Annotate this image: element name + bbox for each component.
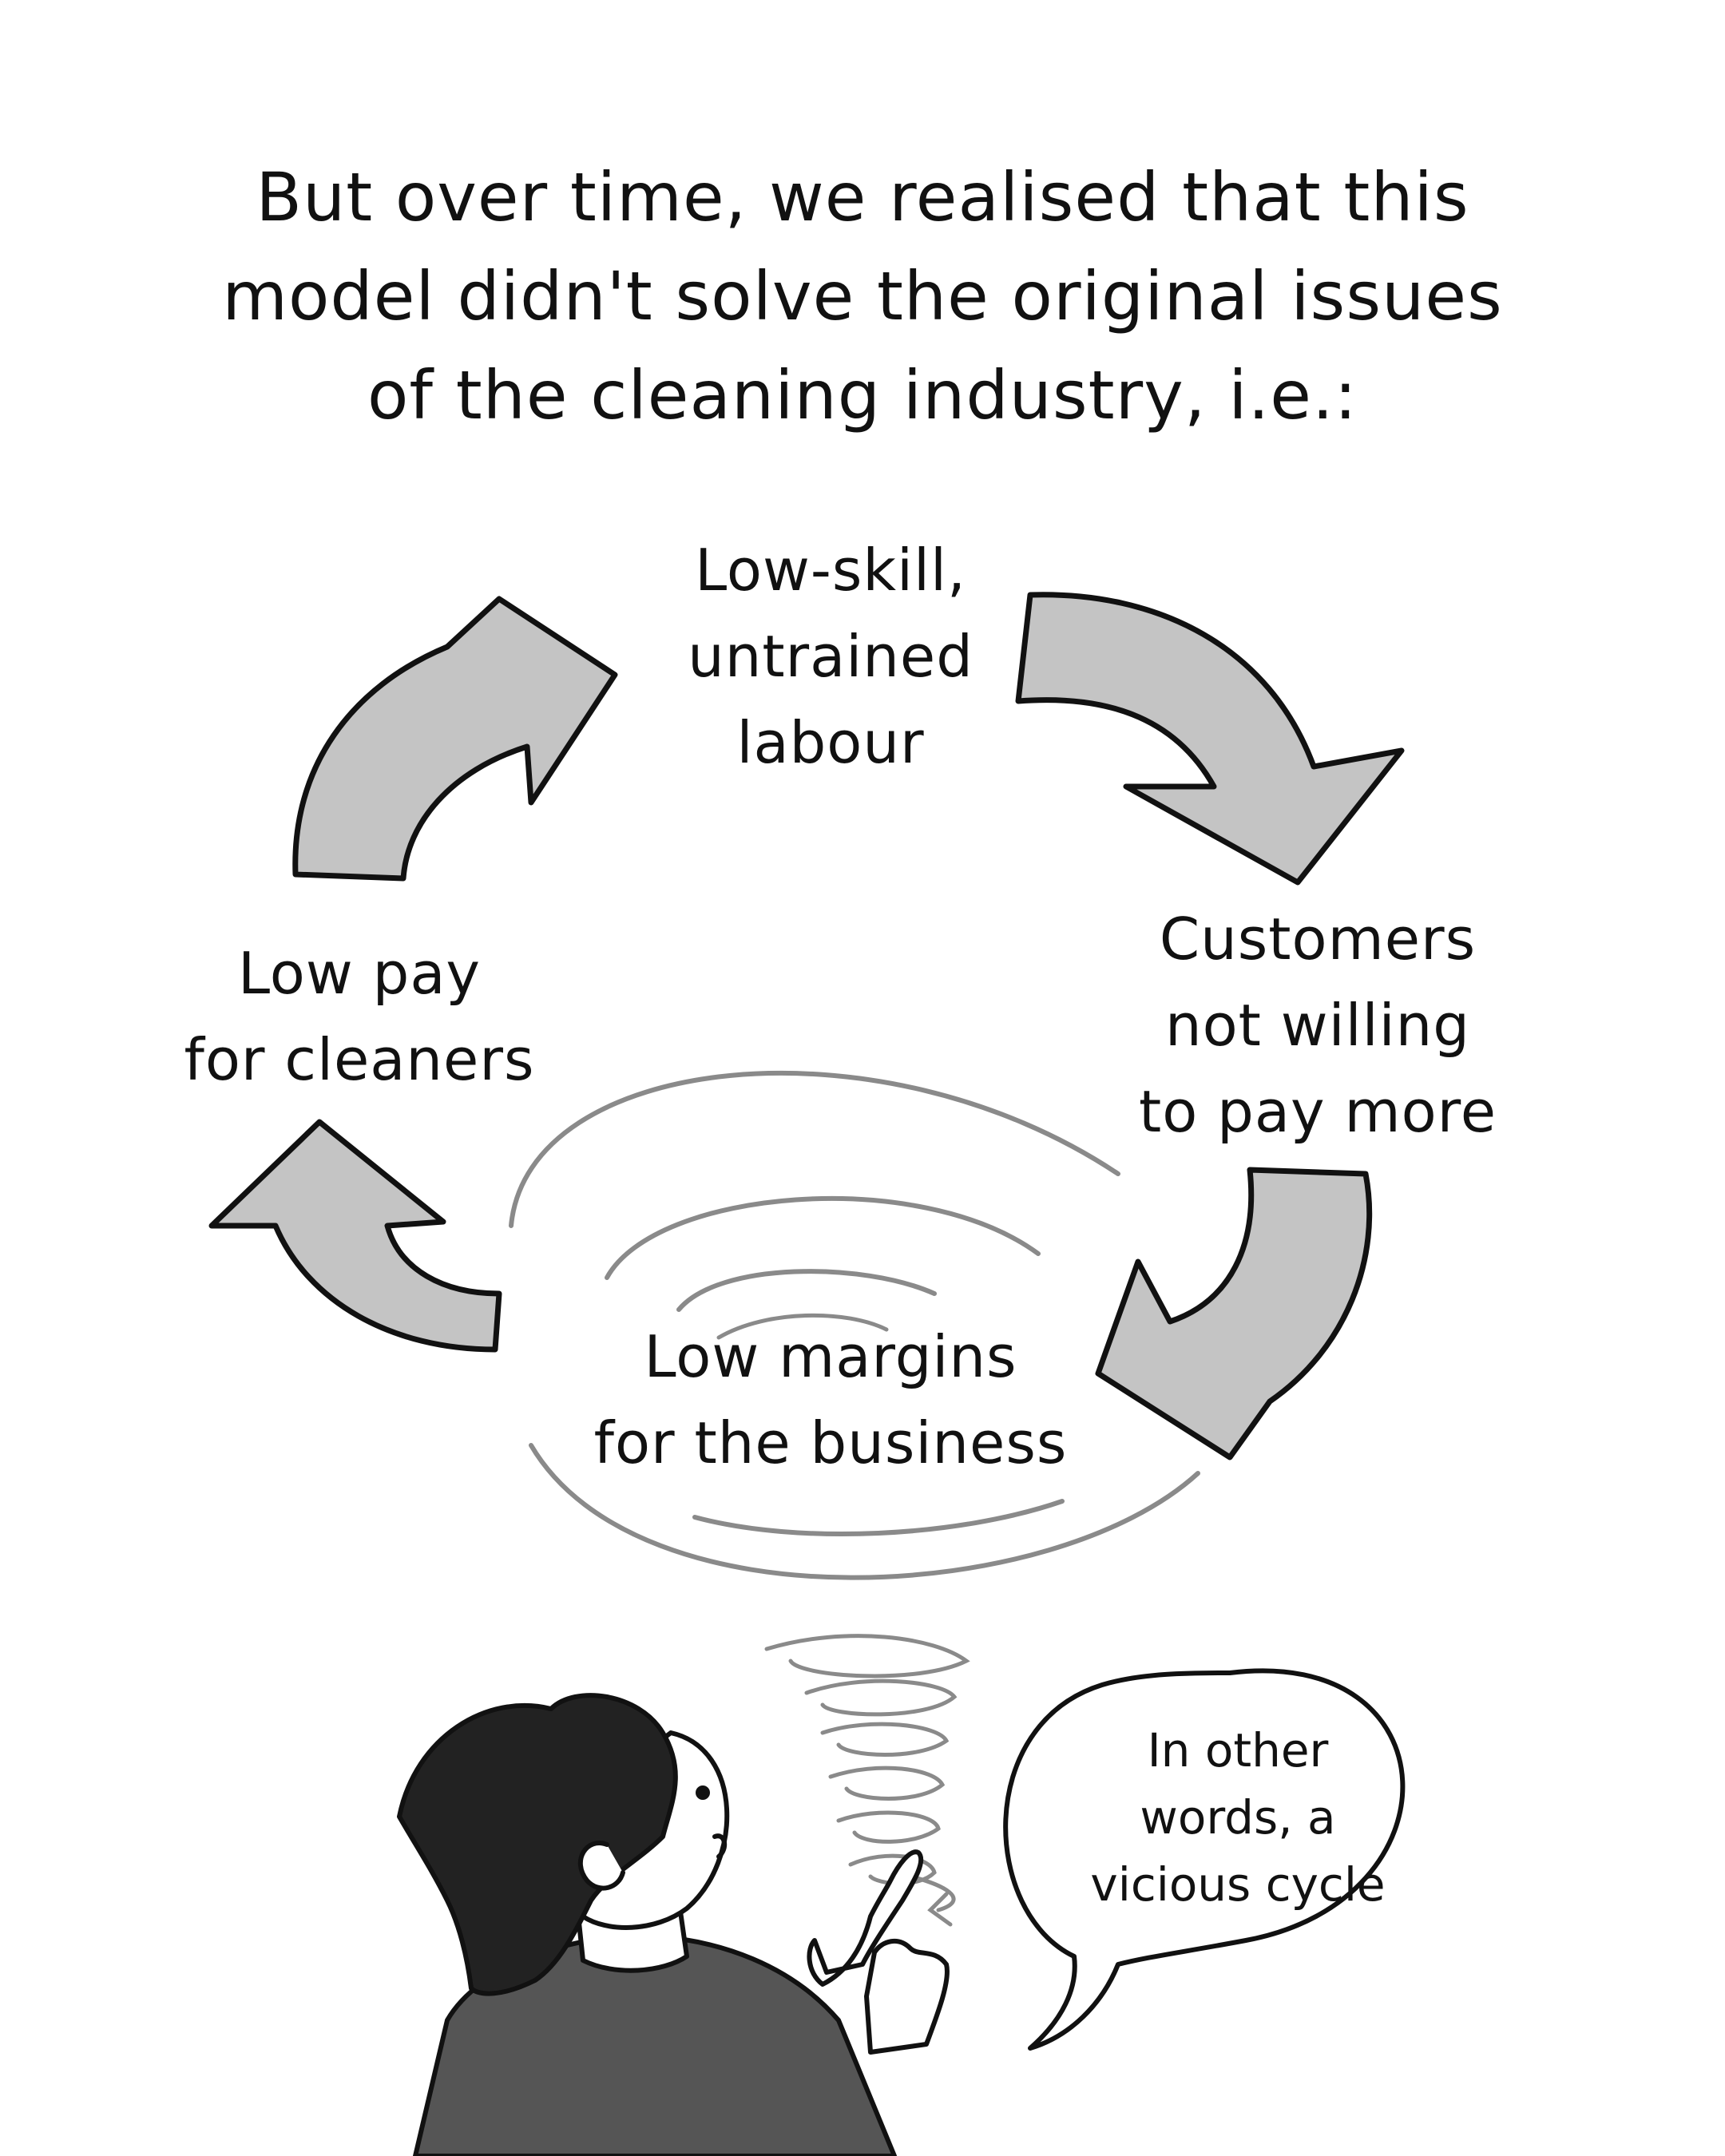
swirl-ring-inner-2	[716, 1313, 889, 1340]
speech-bubble	[1003, 1668, 1406, 2051]
speech-bubble-text: In other words, a vicious cycle	[1038, 1717, 1438, 1918]
speech-line-3: vicious cycle	[1090, 1857, 1386, 1912]
arrow-left-to-top	[292, 596, 618, 882]
mouth	[712, 1833, 728, 1859]
caption-line-1: But over time, we realised that this	[256, 158, 1469, 236]
node-bottom-line-2: for the business	[593, 1409, 1068, 1476]
node-top-line-1: Low-skill,	[695, 537, 966, 604]
caption-line-2: model didn't solve the original issues	[222, 257, 1503, 335]
cycle-arrows	[208, 592, 1405, 1460]
character	[397, 1693, 950, 2156]
swirl-ring-inner	[676, 1269, 937, 1312]
cycle-node-left: Low pay for cleaners	[120, 930, 599, 1103]
node-bottom-line-1: Low margins	[644, 1323, 1017, 1390]
swirl-ring-outer-top	[509, 1070, 1120, 1228]
swirl	[509, 1070, 1200, 1927]
swirl-ring-mid-bottom	[692, 1499, 1065, 1537]
swirl-pointer-arrowhead	[927, 1892, 953, 1927]
node-left-line-1: Low pay	[237, 940, 482, 1007]
cycle-node-bottom: Low margins for the business	[495, 1314, 1166, 1486]
arrow-bottom-to-left	[208, 1119, 502, 1353]
speech-line-2: words, a	[1140, 1790, 1336, 1845]
arrow-top-to-right	[1015, 592, 1405, 886]
node-left-line-2: for cleaners	[184, 1026, 535, 1093]
node-top-line-3: labour	[736, 709, 925, 776]
swirl-coils	[764, 1634, 970, 1912]
pointing-hand	[807, 1849, 950, 2055]
caption: But over time, we realised that this mod…	[64, 148, 1661, 445]
arrow-right-to-bottom	[1095, 1167, 1373, 1460]
node-right-line-3: to pay more	[1139, 1078, 1497, 1145]
cycle-node-right: Customers not willing to pay more	[1070, 896, 1565, 1155]
cycle-node-top: Low-skill, untrained labour	[623, 527, 1038, 786]
swirl-ring-mid-top	[605, 1196, 1041, 1280]
node-right-line-2: not willing	[1164, 992, 1471, 1059]
node-right-line-1: Customers	[1159, 906, 1477, 973]
swirl-ring-outer-bottom	[529, 1443, 1200, 1580]
eye	[696, 1785, 710, 1800]
ear	[577, 1841, 625, 1891]
speech-line-1: In other	[1147, 1723, 1329, 1778]
node-top-line-2: untrained	[688, 623, 974, 690]
caption-line-3: of the cleaning industry, i.e.:	[367, 356, 1358, 434]
